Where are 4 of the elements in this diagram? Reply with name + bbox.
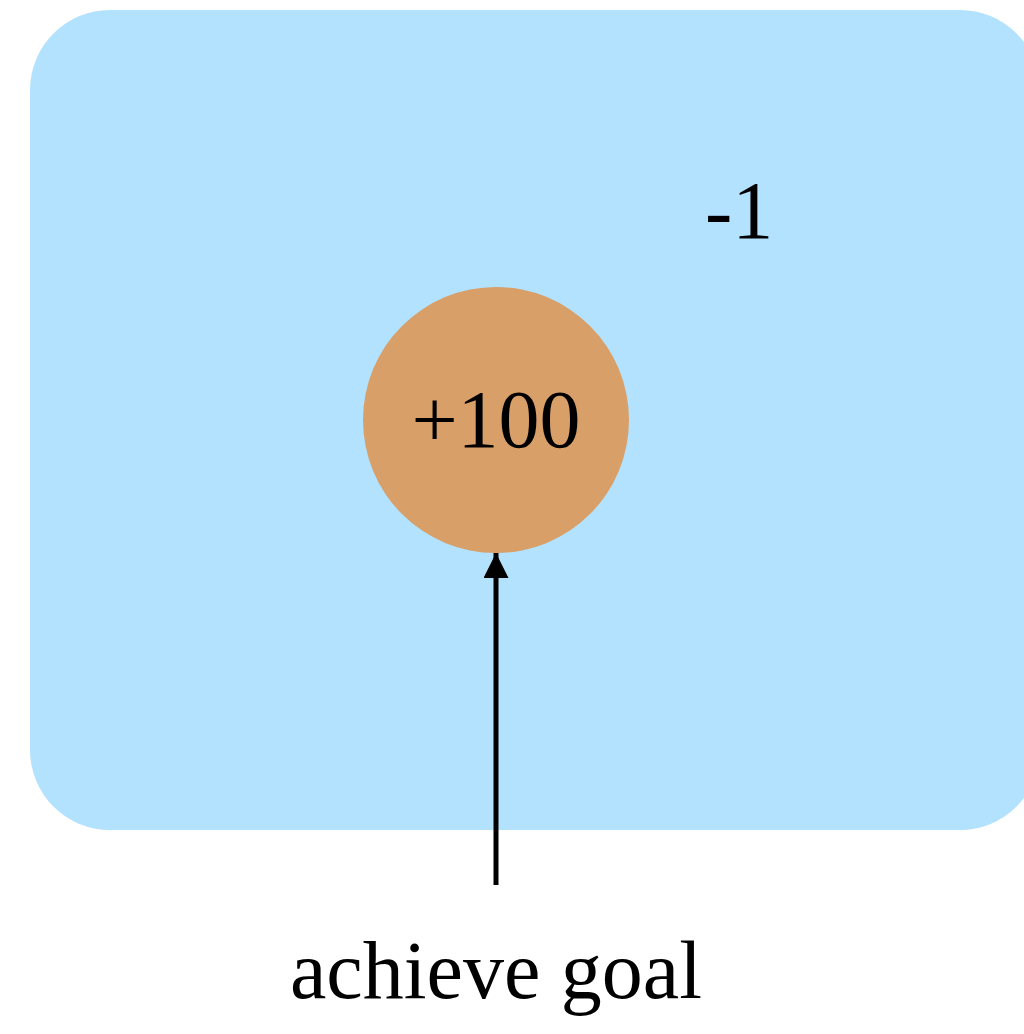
state-region [30, 10, 1024, 830]
reward-value: -1 [705, 170, 774, 252]
reward-value: +100 [411, 379, 581, 461]
arrow [483, 553, 509, 885]
